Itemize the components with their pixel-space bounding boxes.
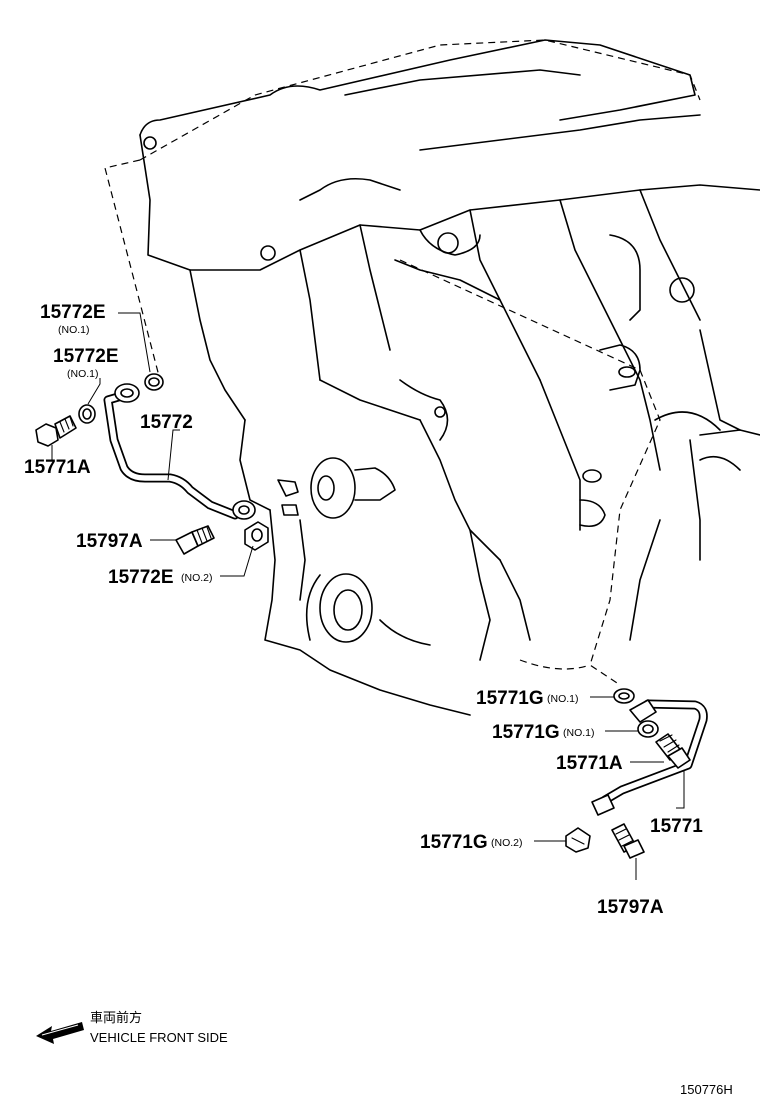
gasket-15772e-lower-left xyxy=(78,404,96,424)
callout-15772: 15772 xyxy=(140,412,193,433)
gasket-15771g-middle xyxy=(637,720,659,738)
callout-15772e-no1-lower-qualifier: (NO.1) xyxy=(67,368,99,380)
vehicle-front-legend: 車両前方 VEHICLE FRONT SIDE xyxy=(36,1010,228,1045)
pipe-15771 xyxy=(591,699,708,816)
callout-15771g-no1-upper-part: 15771G xyxy=(476,688,544,709)
vehicle-front-label-jp: 車両前方 xyxy=(90,1010,142,1025)
callout-15771a-left: 15771A xyxy=(24,457,91,478)
callout-15772e-no1-upper-qualifier: (NO.1) xyxy=(58,324,90,336)
gasket-15771g-upper xyxy=(613,688,635,704)
callout-15772e-no2-part: 15772E xyxy=(108,567,174,588)
callout-15771g-no1-lower-part: 15771G xyxy=(492,722,560,743)
callout-15771a-right: 15771A xyxy=(556,753,623,774)
union-bolt-15797a-right xyxy=(611,823,645,859)
union-bolt-15797a-left xyxy=(175,525,215,555)
leader-lines xyxy=(51,312,685,880)
callouts: 15772E (NO.1) 15772E (NO.1) 15771A 15772… xyxy=(24,302,703,918)
gasket-15772e-upper xyxy=(144,373,164,391)
callout-15797a-left: 15797A xyxy=(76,531,143,552)
union-bolt-15771a-right xyxy=(655,733,691,769)
callout-15772e-no2-qualifier: (NO.2) xyxy=(181,572,213,584)
callout-15797a-right: 15797A xyxy=(597,897,664,918)
callout-15771g-no2-qualifier: (NO.2) xyxy=(491,837,523,849)
gasket-15771g-no2 xyxy=(565,827,591,853)
gasket-15772e-no2 xyxy=(244,521,269,551)
union-bolt-15771a-left xyxy=(35,415,77,447)
callout-15771g-no1-upper-qualifier: (NO.1) xyxy=(547,693,579,705)
vehicle-front-label-en: VEHICLE FRONT SIDE xyxy=(90,1030,228,1045)
left-arrow-icon xyxy=(36,1022,84,1044)
figure-code: 150776H xyxy=(680,1082,733,1097)
callout-15771: 15771 xyxy=(650,816,703,837)
callout-15771g-no1-lower-qualifier: (NO.1) xyxy=(563,727,595,739)
callout-15772e-no1-upper-part: 15772E xyxy=(40,302,106,323)
callout-15772e-no1-lower-part: 15772E xyxy=(53,346,119,367)
callout-15771g-no2-part: 15771G xyxy=(420,832,488,853)
engine-block-outline xyxy=(104,39,760,716)
pipe-15772 xyxy=(103,383,256,520)
